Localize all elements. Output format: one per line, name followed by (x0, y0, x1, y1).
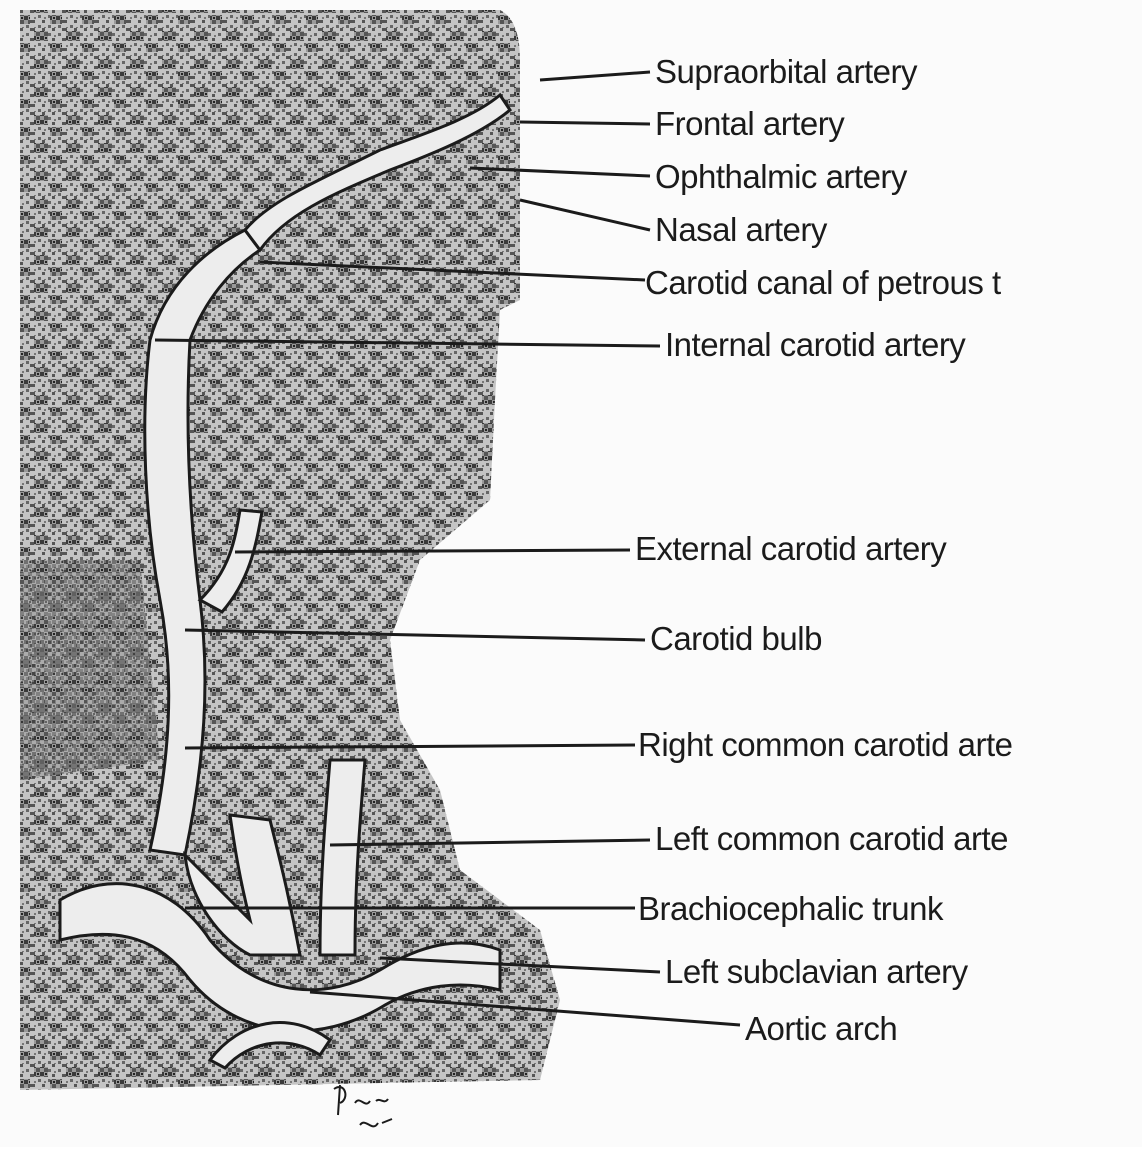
label-external-carotid-artery: External carotid artery (635, 532, 946, 565)
label-left-common-carotid: Left common carotid arte (655, 822, 1008, 855)
label-right-common-carotid: Right common carotid arte (638, 728, 1013, 761)
label-carotid-canal: Carotid canal of petrous t (645, 266, 1001, 299)
label-ophthalmic-artery: Ophthalmic artery (655, 160, 907, 193)
label-left-subclavian-artery: Left subclavian artery (665, 955, 968, 988)
label-nasal-artery: Nasal artery (655, 213, 827, 246)
label-supraorbital-artery: Supraorbital artery (655, 55, 917, 88)
label-brachiocephalic-trunk: Brachiocephalic trunk (638, 892, 943, 925)
artist-signature (320, 1075, 440, 1145)
label-carotid-bulb: Carotid bulb (650, 622, 822, 655)
label-internal-carotid-artery: Internal carotid artery (665, 328, 965, 361)
label-aortic-arch: Aortic arch (745, 1012, 897, 1045)
label-frontal-artery: Frontal artery (655, 107, 844, 140)
